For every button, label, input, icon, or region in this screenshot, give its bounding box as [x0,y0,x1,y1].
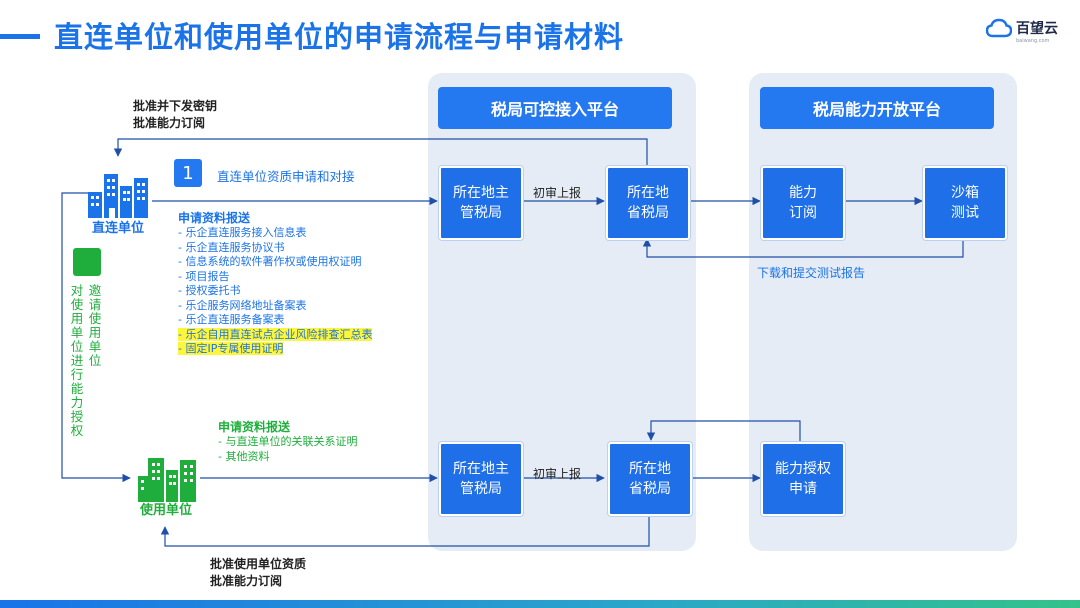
provincial-tax-bureau-box: 所在地 省税局 [606,166,690,240]
direct-unit-label: 直连单位 [92,221,145,236]
approval-bottom-line1: 批准使用单位资质 [210,557,307,571]
user-unit-label: 使用单位 [140,503,193,518]
edge-label-report-2: 初审上报 [533,467,582,481]
local-tax-bureau-box: 所在地主 管税局 [439,166,523,240]
direct-materials: 申请资料报送 - 乐企直连服务接入信息表 - 乐企直连服务协议书 - 信息系统的… [178,209,373,357]
bottom-gradient-bar [0,600,1080,608]
access-platform-header: 税局可控接入平台 [438,87,672,129]
direct-material-item: - 乐企直连服务协议书 [178,240,285,254]
cloud-icon [986,18,1012,38]
user-materials-title: 申请资料报送 [218,420,291,434]
user-material-item: - 与直连单位的关联关系证明 [218,435,358,448]
user-unit-building-icon [138,458,196,502]
step2-label-col1: 邀请使用单位 [88,283,102,368]
title-accent-bar [0,34,40,39]
edge-approve-bottom [160,514,650,547]
direct-material-item: - 乐企直连服务接入信息表 [178,226,307,239]
direct-materials-title: 申请资料报送 [178,211,251,225]
provincial-tax-bureau-box-2: 所在地 省税局 [608,442,692,516]
edge-label-download-report: 下载和提交测试报告 [757,266,866,280]
direct-unit-building-icon [88,174,148,218]
logo-subtext: baiwang.com [1016,38,1050,44]
approval-bottom: 批准使用单位资质 批准能力订阅 [210,556,306,590]
approval-bottom-line2: 批准能力订阅 [210,574,283,588]
edge-sandbox-to-prov1 [642,236,964,258]
step1-number-badge: 1 [174,159,202,187]
direct-material-item: - 项目报告 [178,269,230,283]
direct-material-item-highlighted: - 乐企自用直连试点企业风险排查汇总表 [178,327,373,341]
brand-logo: 百望云 baiwang.com [986,18,1058,44]
direct-material-item-highlighted: - 固定IP专属使用证明 [178,342,284,355]
step1-label: 直连单位资质申请和对接 [217,169,355,184]
approval-top-line2: 批准能力订阅 [133,116,206,130]
direct-material-item: - 信息系统的软件著作权或使用权证明 [178,255,362,268]
open-platform-header: 税局能力开放平台 [760,87,994,129]
sandbox-test-box: 沙箱 测试 [923,166,1007,240]
edge-approve-top [113,138,648,166]
edge-auth-to-prov2 [646,420,801,442]
capability-auth-apply-box: 能力授权 申请 [761,442,845,516]
edge-direct-to-user [61,192,131,483]
step2-number-badge: 2 [73,248,101,276]
capability-subscribe-box: 能力 订阅 [761,166,845,240]
approval-top-line1: 批准并下发密钥 [133,99,218,113]
user-material-item: - 其他资料 [218,449,270,463]
local-tax-bureau-box-2: 所在地主 管税局 [439,442,523,516]
logo-text: 百望云 [1016,21,1058,37]
step2-label-col2: 对使用单位进行能力授权 [70,283,84,438]
direct-material-item: - 乐企服务网络地址备案表 [178,298,307,312]
edge-label-report-1: 初审上报 [533,186,582,200]
page-title: 直连单位和使用单位的申请流程与申请材料 [54,20,625,54]
direct-material-item: - 授权委托书 [178,284,241,297]
direct-material-item: - 乐企直连服务备案表 [178,313,285,326]
approval-top: 批准并下发密钥 批准能力订阅 [133,98,217,132]
user-materials: 申请资料报送 - 与直连单位的关联关系证明 - 其他资料 [218,418,357,464]
